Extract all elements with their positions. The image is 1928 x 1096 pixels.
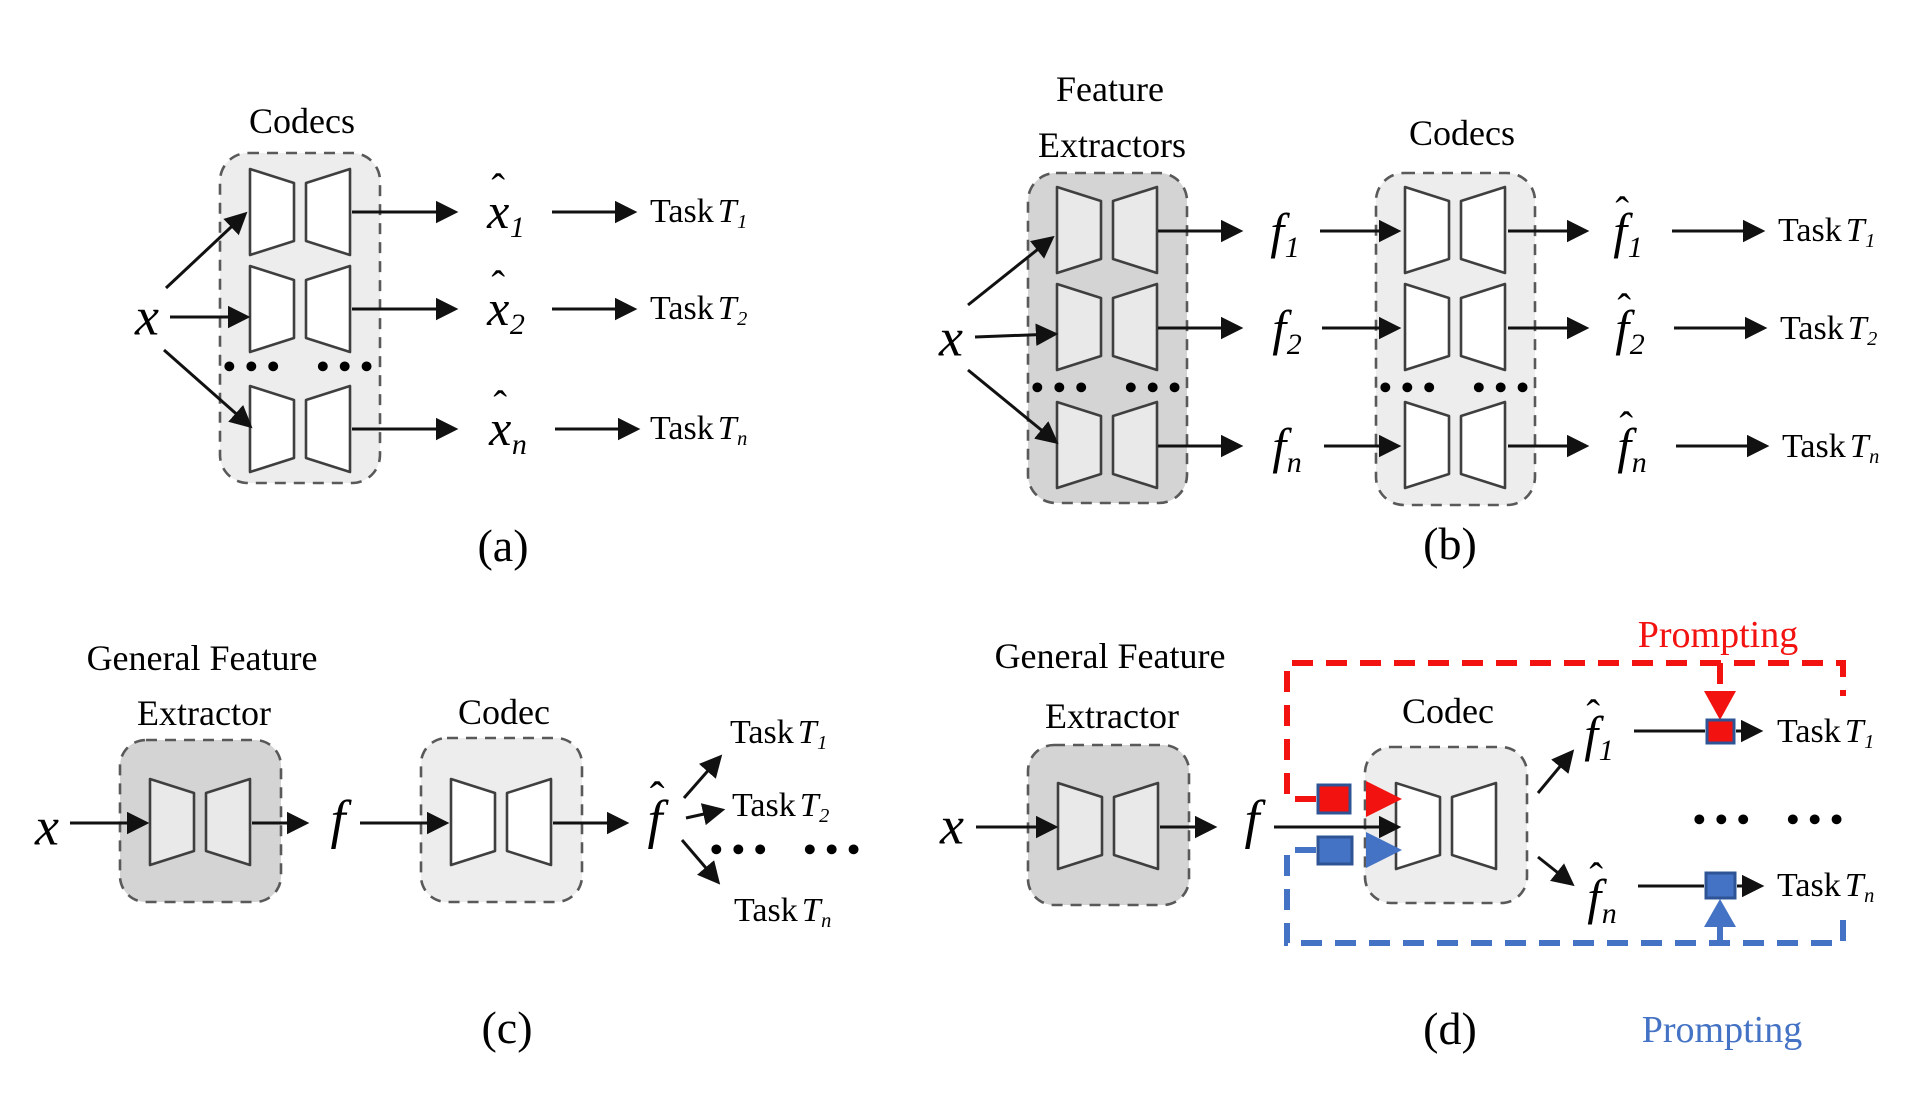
blue-up-arrowhead [1704,899,1736,927]
blue-prompting-path [1284,832,1846,946]
f-label-c: f [330,789,346,850]
panel-d-graphics [976,660,1846,946]
ellipsis-c: ••• ••• [707,833,867,867]
extractor-title-c-line1: General Feature [86,638,318,679]
blue-right-arrowhead [1366,832,1402,868]
ellipsis-a: ••• ••• [220,350,380,384]
input-x-b: x [939,307,963,368]
input-x-c: x [35,796,59,857]
red-prompt-token-output [1705,718,1736,745]
task-arrows-a [552,200,641,441]
extractor-box-d [1026,743,1191,907]
panel-b-graphics [967,171,1770,507]
fn-label: fn [1272,417,1302,479]
task-arrows-b [1672,219,1770,458]
extractor-title-d-line2: Extractor [1045,696,1179,737]
codec-title-c: Codec [458,692,550,733]
extractors-title-b-line2: Extractors [1038,125,1186,166]
extractors-title-b-line1: Feature [1056,69,1164,110]
codecs-box-b [1374,171,1537,507]
red-down-arrowhead [1704,691,1736,720]
panel-c-graphics [70,736,726,904]
ellipsis-b-extractors: ••• ••• [1028,371,1188,405]
panel-a-graphics [163,151,641,485]
feature-arrows-b [1158,219,1244,458]
task-row-lines-d [1634,719,1765,898]
blue-prompt-token-output [1704,871,1737,900]
codec-box-d [1363,745,1529,905]
extractor-title-c-line2: Extractor [137,693,271,734]
blue-prompt-token-input [1316,835,1354,866]
caption-b: (b) [1423,517,1477,569]
input-arrows-a [163,211,253,429]
f2-label: f2 [1272,299,1302,361]
codecs-title-a: Codecs [249,101,355,142]
prompting-label-red: Prompting [1637,614,1799,657]
ellipsis-d: ••• ••• [1690,803,1850,837]
fanout-arrows-c [680,754,726,885]
output-arrows-a [352,200,459,441]
caption-d: (d) [1423,1002,1477,1054]
extractor-title-d-line1: General Feature [994,636,1226,677]
input-arrows-b [967,235,1059,445]
f-label-d: f [1244,789,1260,850]
caption-a: (a) [477,519,529,571]
codec-title-d: Codec [1402,691,1494,732]
codecs-title-b: Codecs [1409,113,1515,154]
ellipsis-b-codecs: ••• ••• [1376,371,1536,405]
fanout-arrows-d [1536,749,1575,887]
f1-label: f1 [1270,202,1300,264]
prompting-label-blue: Prompting [1641,1009,1803,1052]
codec-input-arrows-b [1320,219,1402,458]
caption-c: (c) [481,1001,533,1053]
codec-box-c [419,736,584,904]
reconstruction-arrows-b [1508,219,1590,458]
input-x-d: x [940,795,964,856]
red-prompt-token-input [1316,783,1352,815]
input-x-a: x [135,286,159,347]
red-prompting-path [1284,660,1846,817]
red-right-arrowhead [1366,781,1402,817]
extractors-box-b [1026,171,1189,505]
extractor-box-c [118,738,283,904]
